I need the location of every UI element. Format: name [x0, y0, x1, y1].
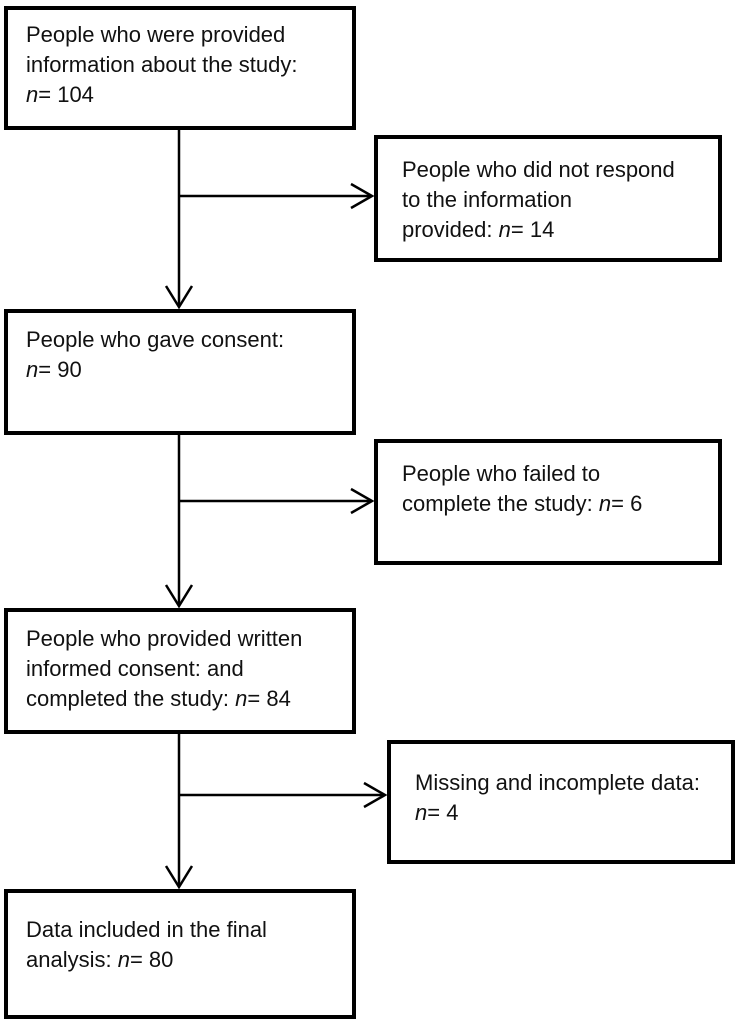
count-line: n= 90 [26, 355, 334, 385]
count-line: n= 104 [26, 80, 334, 110]
box-line: informed consent: and [26, 656, 244, 681]
box-line: People who were provided [26, 22, 286, 47]
box-gave-consent: People who gave consent: n= 90 [4, 309, 356, 435]
box-line: to the information [402, 187, 572, 212]
count-line: provided: n= 14 [402, 215, 700, 245]
count-line: completed the study: n= 84 [26, 684, 334, 714]
arrowhead-to-no-response [350, 182, 375, 210]
count-value: = 4 [427, 800, 459, 825]
count-value: = 6 [611, 491, 643, 516]
n-symbol: n [235, 686, 248, 711]
box-line-tail: analysis: [26, 947, 118, 972]
box-line: People who failed to [402, 461, 601, 486]
box-line: information about the study: [26, 52, 298, 77]
count-line: analysis: n= 80 [26, 945, 334, 975]
count-value: = 84 [247, 686, 291, 711]
n-symbol: n [26, 82, 39, 107]
n-symbol: n [498, 217, 511, 242]
box-line: People who provided written [26, 626, 303, 651]
box-missing-data: Missing and incomplete data: n= 4 [387, 740, 735, 864]
arrowhead-to-failed-complete [350, 487, 375, 515]
box-line-tail: provided: [402, 217, 499, 242]
count-line: n= 4 [415, 798, 713, 828]
box-line: Missing and incomplete data: [415, 770, 700, 795]
arrowhead-to-consent [164, 285, 194, 310]
box-line-tail: complete the study: [402, 491, 599, 516]
count-value: = 90 [38, 357, 82, 382]
box-final-analysis: Data included in the final analysis: n= … [4, 889, 356, 1019]
n-symbol: n [415, 800, 428, 825]
box-line: People who did not respond [402, 157, 675, 182]
arrowhead-to-missing-data [363, 781, 388, 809]
count-value: = 80 [129, 947, 174, 972]
box-line: People who gave consent: [26, 327, 285, 352]
count-line: complete the study: n= 6 [402, 489, 700, 519]
count-value: = 14 [510, 217, 555, 242]
box-written-consent: People who provided written informed con… [4, 608, 356, 734]
arrowhead-to-final-analysis [164, 865, 194, 890]
arrowhead-to-written-consent [164, 584, 194, 609]
count-value: = 104 [38, 82, 94, 107]
box-no-response: People who did not respond to the inform… [374, 135, 722, 262]
n-symbol: n [26, 357, 39, 382]
box-line: Data included in the final [26, 917, 267, 942]
box-line-tail: completed the study: [26, 686, 236, 711]
n-symbol: n [598, 491, 612, 516]
box-failed-complete: People who failed to complete the study:… [374, 439, 722, 565]
n-symbol: n [117, 947, 130, 972]
box-provided-information: People who were provided information abo… [4, 6, 356, 130]
